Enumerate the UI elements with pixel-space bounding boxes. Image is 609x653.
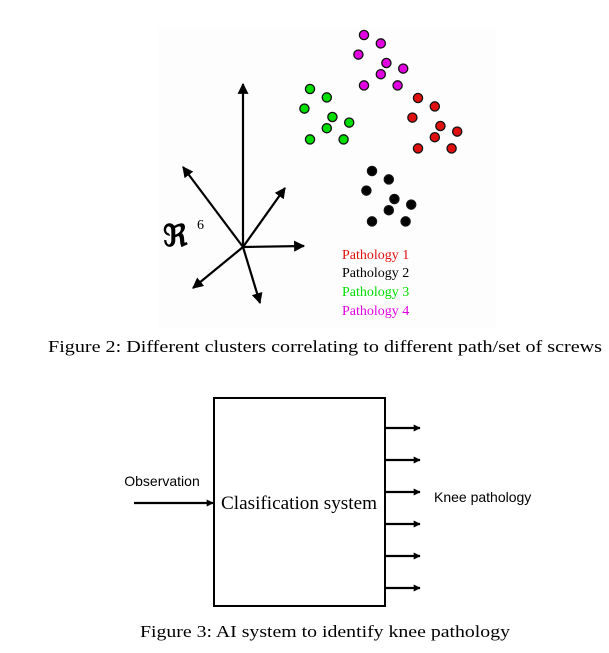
cluster-pathology-3	[299, 83, 355, 145]
cluster-point	[304, 83, 316, 95]
axis-arrow-lower-left	[192, 246, 244, 289]
dimension-superscript: 6	[197, 218, 204, 233]
cluster-pathology-2	[361, 165, 417, 227]
cluster-point	[375, 68, 387, 80]
knee-pathology-label: Knee pathology	[434, 489, 531, 505]
cluster-point	[375, 38, 387, 49]
cluster-point	[358, 29, 370, 41]
cluster-point	[429, 101, 441, 112]
cluster-point	[366, 216, 378, 227]
axis-arrow-upper-left	[182, 166, 244, 248]
cluster-point	[429, 131, 441, 143]
cluster-point	[435, 120, 446, 132]
cluster-point	[389, 193, 400, 205]
classification-system-label: Clasification system	[221, 493, 377, 514]
axis-arrow-upper-right	[242, 187, 286, 248]
axis-arrow-down	[241, 246, 263, 305]
cluster-point	[383, 174, 395, 185]
cluster-point	[383, 204, 395, 216]
cluster-point	[338, 134, 349, 145]
classification-system-box	[213, 397, 386, 607]
cluster-point	[412, 92, 424, 104]
axis-arrow-right	[242, 240, 306, 252]
cluster-point	[405, 199, 417, 210]
output-arrows	[386, 424, 421, 592]
figure-2: ℜ 6 Pathology 1 Pathology 2 Pathology 3 …	[158, 28, 496, 328]
clusters	[299, 29, 463, 227]
figure-2-caption: Figure 2: Different clusters correlating…	[48, 337, 602, 356]
cluster-point	[353, 49, 364, 60]
figure-3-caption: Figure 3: AI system to identify knee pat…	[140, 622, 511, 641]
legend: Pathology 1 Pathology 2 Pathology 3 Path…	[342, 248, 409, 319]
cluster-point	[361, 185, 372, 196]
cluster-point	[407, 112, 418, 123]
cluster-point	[358, 80, 370, 91]
legend-pathology-1: Pathology 1	[342, 248, 409, 263]
cluster-point	[304, 134, 316, 145]
cluster-point	[397, 63, 409, 74]
cluster-point	[400, 216, 411, 227]
cluster-point	[321, 122, 333, 134]
axes-r6	[182, 82, 306, 305]
cluster-point	[392, 80, 403, 91]
observation-label: Observation	[124, 473, 199, 489]
legend-pathology-4: Pathology 4	[342, 304, 409, 319]
cluster-point	[343, 117, 355, 128]
figure-3: Clasification system Observation Knee pa…	[124, 397, 531, 607]
cluster-point	[412, 143, 424, 154]
legend-pathology-2: Pathology 2	[342, 266, 409, 281]
figure-2-background	[158, 28, 496, 328]
cluster-point	[327, 111, 338, 123]
legend-pathology-3: Pathology 3	[342, 285, 409, 300]
cluster-point	[451, 126, 463, 137]
cluster-point	[366, 165, 378, 177]
cluster-point	[381, 57, 392, 69]
real-space-symbol: ℜ	[163, 220, 188, 253]
cluster-point	[321, 92, 333, 103]
cluster-point	[299, 103, 310, 114]
cluster-pathology-1	[407, 92, 463, 154]
cluster-point	[446, 143, 457, 154]
cluster-pathology-4	[353, 29, 409, 91]
